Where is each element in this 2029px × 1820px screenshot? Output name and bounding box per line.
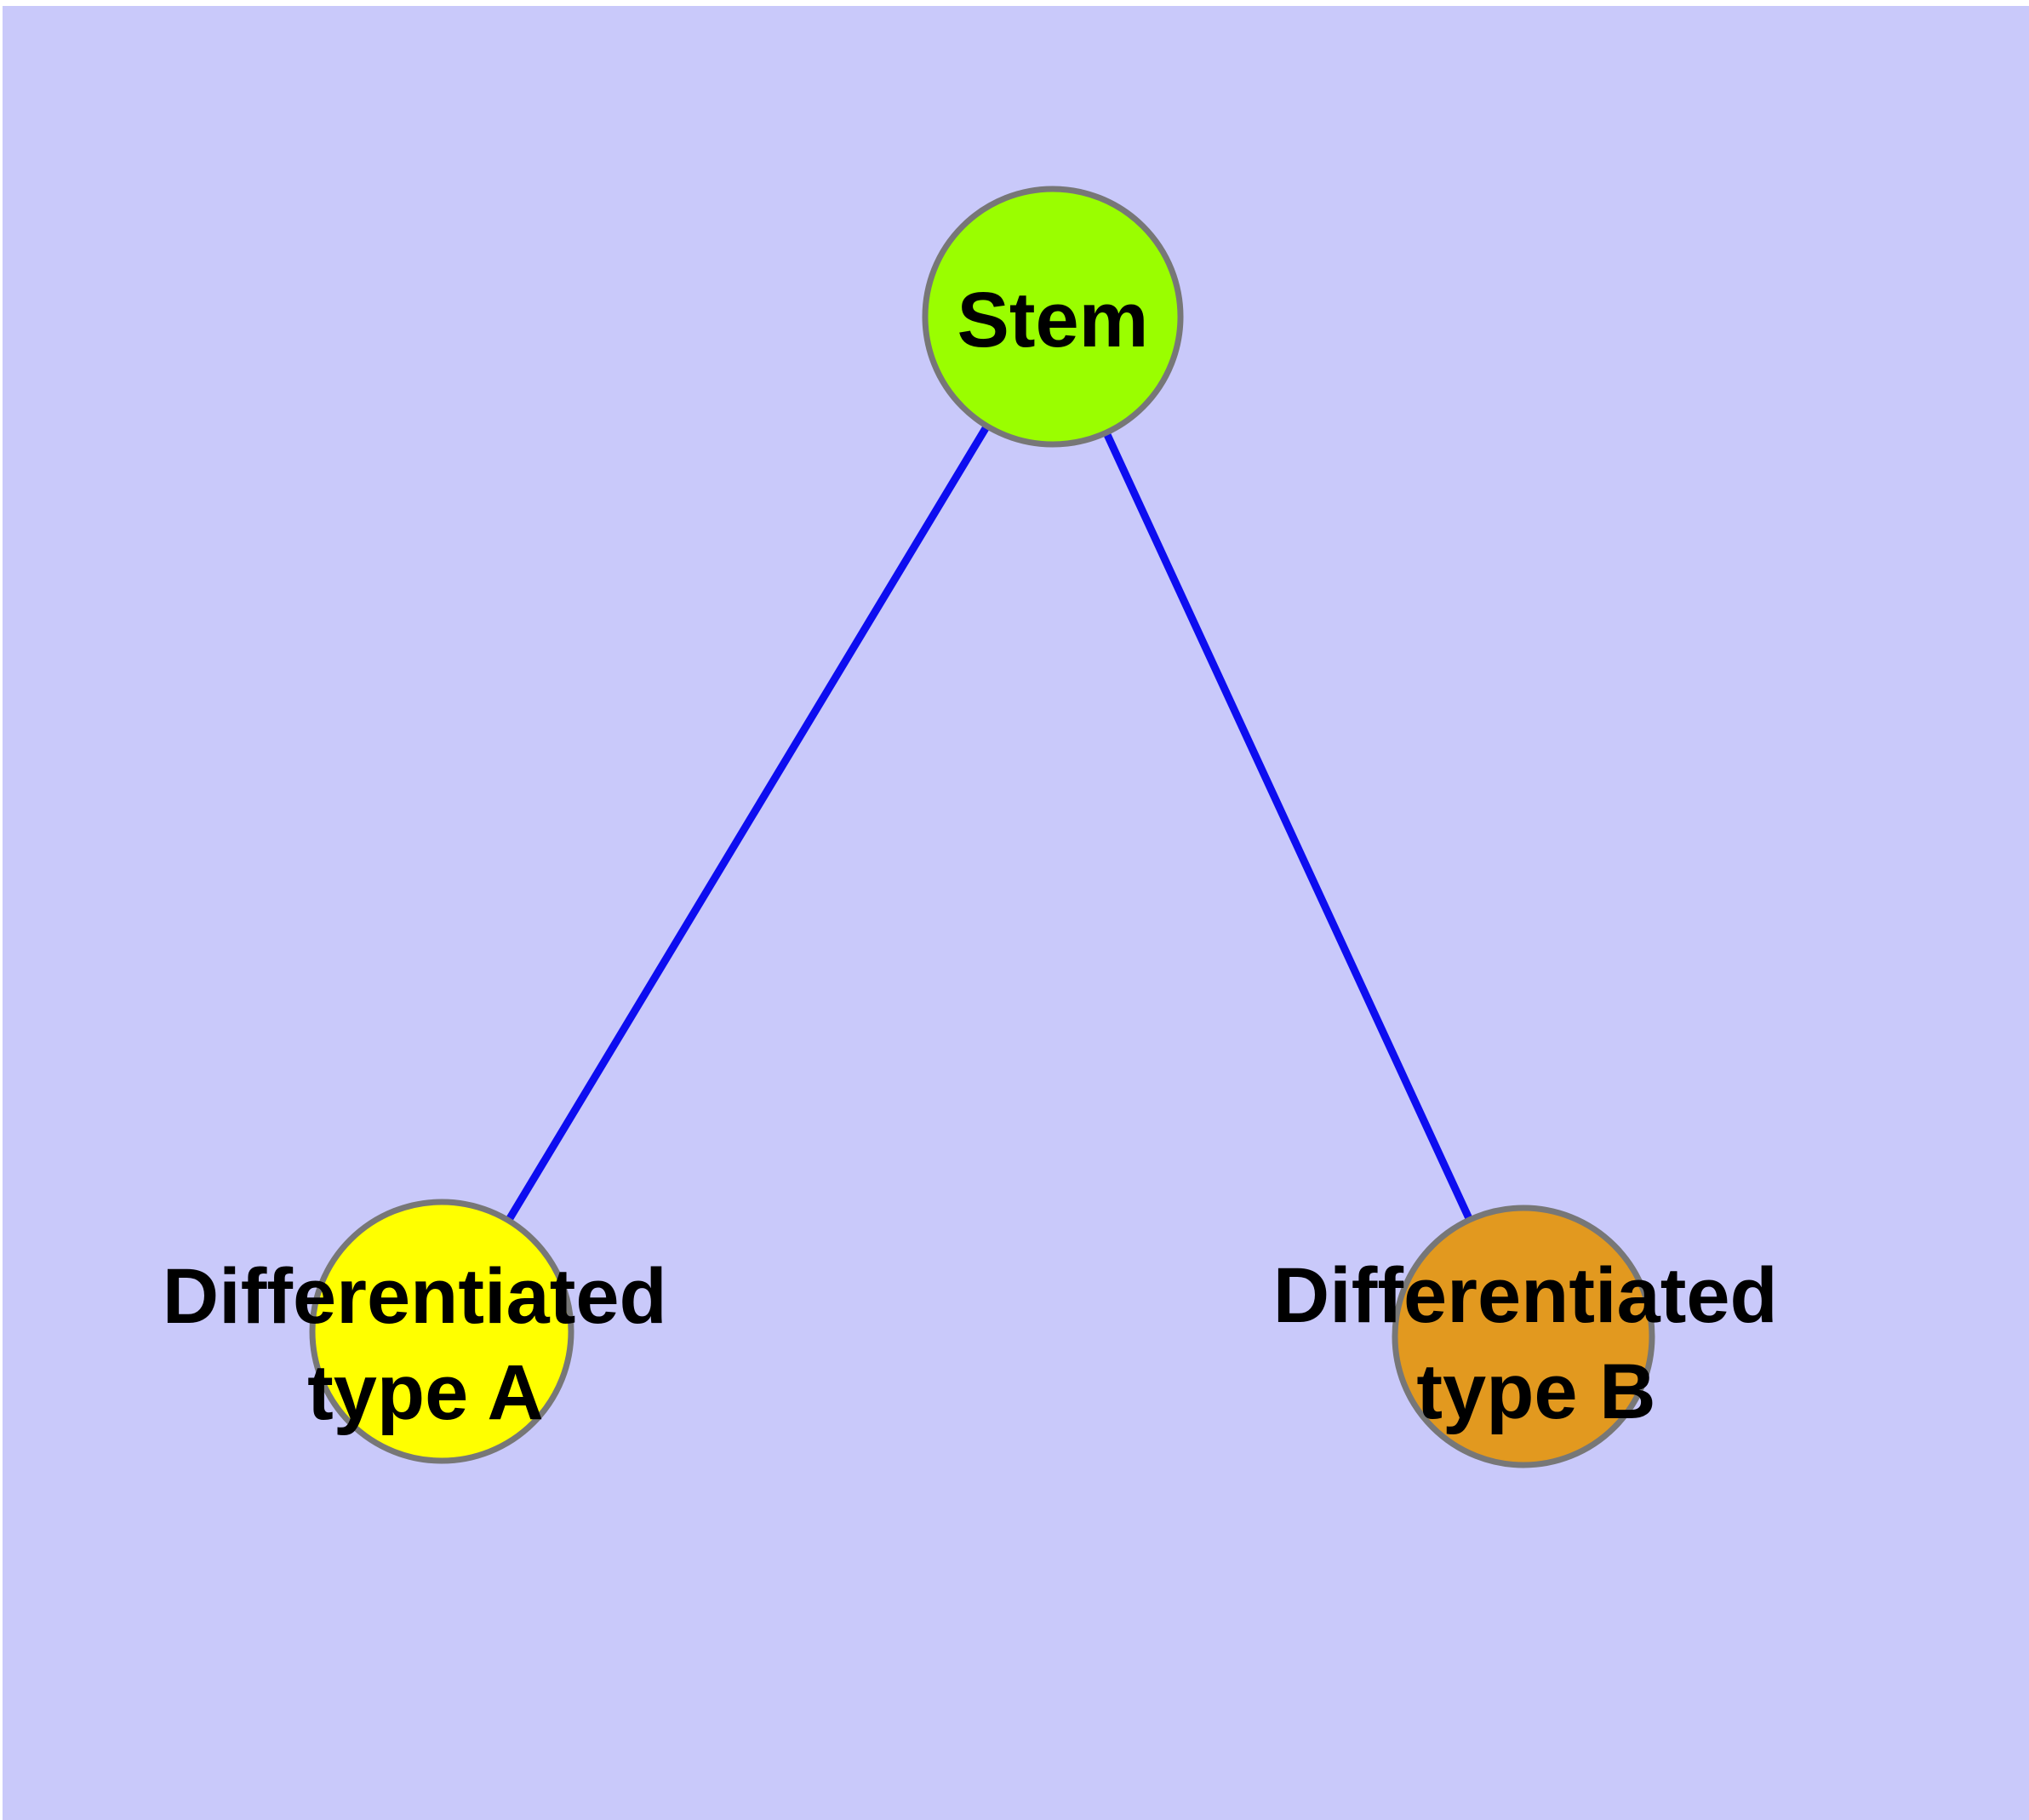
node-type-b-label-line-1: Differentiated (1273, 1252, 1778, 1339)
edge-stem-to-type-a (437, 312, 1057, 1336)
node-type-a-label-line-2: type A (307, 1349, 544, 1436)
node-differentiated-type-b (1392, 1205, 1655, 1468)
node-stem-label: Stem (957, 277, 1149, 363)
node-type-b-label: Differentiated type B (1273, 1252, 1800, 1435)
edge-stem-to-type-b (1049, 312, 1528, 1341)
node-type-b-label-line-2: type B (1416, 1348, 1655, 1435)
node-type-a-label-line-1: Differentiated (163, 1253, 667, 1340)
node-differentiated-type-a (309, 1199, 574, 1464)
node-type-a-label: Differentiated type A (163, 1253, 689, 1436)
node-stem (922, 186, 1184, 448)
